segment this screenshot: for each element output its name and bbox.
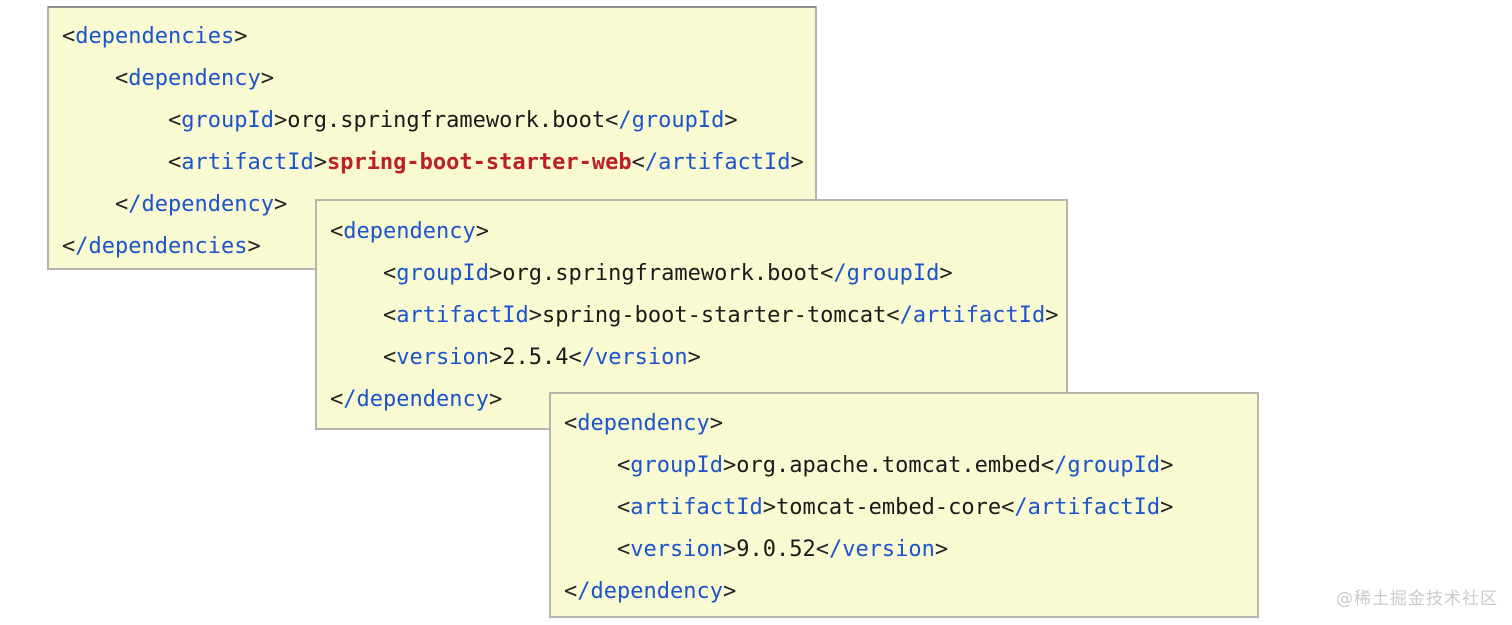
xml-bracket: > xyxy=(790,150,804,175)
xml-bracket: < xyxy=(886,303,900,328)
xml-tag-name: version xyxy=(396,345,489,370)
xml-tag-name: artifactId xyxy=(396,303,529,328)
xml-bracket: > xyxy=(722,537,737,562)
xml-tag-name: groupId xyxy=(181,108,274,133)
xml-bracket: > xyxy=(1045,303,1059,328)
pom-snippet-spring-boot-starter-tomcat: <dependency><groupId>org.springframework… xyxy=(315,199,1068,430)
xml-bracket: < xyxy=(383,261,397,286)
code-line: <groupId>org.springframework.boot</group… xyxy=(168,100,802,142)
code-line: <artifactId>tomcat-embed-core</artifactI… xyxy=(617,487,1244,529)
xml-highlighted-text: spring-boot-starter-web xyxy=(326,150,632,175)
xml-bracket: > xyxy=(260,66,274,91)
xml-tag-name: /groupId xyxy=(1054,453,1161,478)
xml-bracket: > xyxy=(687,345,701,370)
xml-bracket: < xyxy=(115,66,129,91)
xml-tag-name: artifactId xyxy=(181,150,314,175)
xml-tag-name: groupId xyxy=(630,453,723,478)
pom-snippet-tomcat-embed-core: <dependency><groupId>org.apache.tomcat.e… xyxy=(549,392,1259,618)
xml-bracket: < xyxy=(62,24,76,49)
xml-tag-name: /artifactId xyxy=(1014,495,1161,520)
xml-tag-name: groupId xyxy=(396,261,489,286)
xml-bracket: < xyxy=(564,579,578,604)
xml-bracket: < xyxy=(564,411,578,436)
xml-tag-name: artifactId xyxy=(630,495,763,520)
xml-tag-name: dependency xyxy=(128,66,261,91)
xml-bracket: > xyxy=(722,453,737,478)
xml-bracket: < xyxy=(330,219,344,244)
xml-bracket: < xyxy=(115,192,129,217)
xml-text-content: org.apache.tomcat.embed xyxy=(736,453,1041,478)
xml-bracket: > xyxy=(528,303,542,328)
xml-bracket: > xyxy=(475,219,489,244)
xml-bracket: < xyxy=(383,345,397,370)
code-line: <dependency> xyxy=(330,211,1053,253)
xml-bracket: > xyxy=(247,234,261,259)
code-line: <groupId>org.springframework.boot</group… xyxy=(383,253,1053,295)
code-line: <dependency> xyxy=(564,403,1244,445)
xml-tag-name: version xyxy=(630,537,723,562)
xml-bracket: > xyxy=(234,24,248,49)
code-line: </dependency> xyxy=(330,379,1053,421)
xml-bracket: > xyxy=(488,345,503,370)
xml-bracket: < xyxy=(168,150,182,175)
xml-tag-name: /artifactId xyxy=(899,303,1046,328)
watermark: @稀土掘金技术社区 xyxy=(1336,589,1498,609)
xml-text-content: tomcat-embed-core xyxy=(775,495,1002,520)
xml-bracket: > xyxy=(1160,495,1174,520)
code-line: <groupId>org.apache.tomcat.embed</groupI… xyxy=(617,445,1244,487)
xml-bracket: < xyxy=(631,150,645,175)
code-line: <dependencies> xyxy=(62,16,802,58)
xml-bracket: > xyxy=(1160,453,1174,478)
xml-bracket: > xyxy=(709,411,723,436)
xml-tag-name: dependencies xyxy=(75,24,235,49)
xml-tag-name: /dependency xyxy=(343,387,489,412)
xml-bracket: > xyxy=(762,495,776,520)
xml-bracket: > xyxy=(273,108,288,133)
code-line: </dependencies> xyxy=(62,226,802,268)
xml-bracket: < xyxy=(617,537,631,562)
xml-bracket: > xyxy=(488,261,503,286)
xml-bracket: > xyxy=(488,387,503,412)
xml-bracket: > xyxy=(934,537,949,562)
xml-bracket: < xyxy=(605,108,619,133)
xml-tag-name: /groupId xyxy=(833,261,940,286)
xml-bracket: < xyxy=(617,495,631,520)
xml-bracket: < xyxy=(383,303,397,328)
xml-bracket: < xyxy=(568,345,582,370)
xml-tag-name: /dependency xyxy=(128,192,274,217)
code-line: <version>2.5.4</version> xyxy=(383,337,1053,379)
xml-bracket: < xyxy=(1040,453,1055,478)
xml-bracket: < xyxy=(62,234,76,259)
xml-bracket: < xyxy=(168,108,182,133)
xml-bracket: > xyxy=(273,192,288,217)
code-line: <artifactId>spring-boot-starter-tomcat</… xyxy=(383,295,1059,337)
xml-text-content: spring-boot-starter-tomcat xyxy=(541,303,887,328)
xml-bracket: > xyxy=(724,108,738,133)
code-line: <dependency> xyxy=(115,58,802,100)
xml-bracket: < xyxy=(815,537,829,562)
xml-tag-name: /dependencies xyxy=(75,234,248,259)
xml-bracket: < xyxy=(1001,495,1015,520)
code-line: </dependency> xyxy=(564,571,1244,613)
xml-tag-name: /version xyxy=(581,345,688,370)
xml-bracket: < xyxy=(330,387,344,412)
xml-tag-name: /dependency xyxy=(577,579,723,604)
xml-tag-name: /artifactId xyxy=(644,150,791,175)
code-line: <version>9.0.52</version> xyxy=(617,529,1244,571)
xml-text-content: 2.5.4 xyxy=(502,345,569,370)
xml-tag-name: /groupId xyxy=(618,108,725,133)
xml-bracket: < xyxy=(820,261,834,286)
xml-text-content: org.springframework.boot xyxy=(287,108,606,133)
xml-bracket: > xyxy=(722,579,737,604)
xml-bracket: > xyxy=(313,150,327,175)
xml-tag-name: dependency xyxy=(577,411,710,436)
xml-text-content: org.springframework.boot xyxy=(502,261,821,286)
xml-text-content: 9.0.52 xyxy=(736,537,816,562)
code-line: <artifactId>spring-boot-starter-web</art… xyxy=(168,142,804,184)
xml-tag-name: dependency xyxy=(343,219,476,244)
xml-tag-name: /version xyxy=(828,537,935,562)
xml-bracket: > xyxy=(939,261,953,286)
code-line: </dependency> xyxy=(115,184,802,226)
xml-bracket: < xyxy=(617,453,631,478)
